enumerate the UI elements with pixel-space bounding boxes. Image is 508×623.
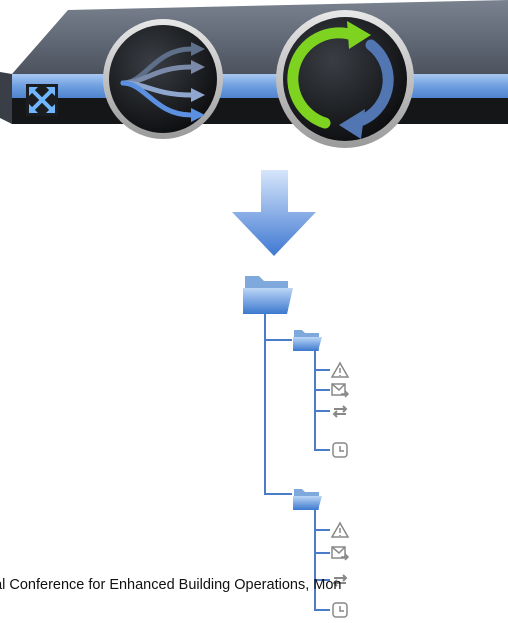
caption-text: nal Conference for Enhanced Building Ope… — [0, 575, 508, 595]
expand-arrows-icon — [26, 84, 58, 116]
warning-triangle-icon — [330, 521, 350, 538]
tree-connectors — [264, 296, 330, 611]
email-forward-icon — [331, 546, 350, 561]
clock-icon — [332, 442, 348, 458]
network-device-icon — [0, 0, 508, 124]
email-forward-icon — [331, 383, 350, 398]
warning-triangle-icon — [330, 361, 350, 378]
down-arrow-icon — [232, 170, 316, 256]
refresh-cycle-icon — [276, 10, 414, 148]
transfer-arrows-icon — [332, 574, 348, 587]
folder-icon — [293, 489, 322, 510]
folder-icon — [293, 330, 322, 351]
caption-label: nal Conference for Enhanced Building Ope… — [0, 577, 342, 593]
clock-icon — [332, 602, 348, 618]
transfer-arrows-icon — [332, 405, 348, 418]
branching-arrows-icon — [103, 19, 223, 139]
folder-icon — [243, 276, 293, 314]
